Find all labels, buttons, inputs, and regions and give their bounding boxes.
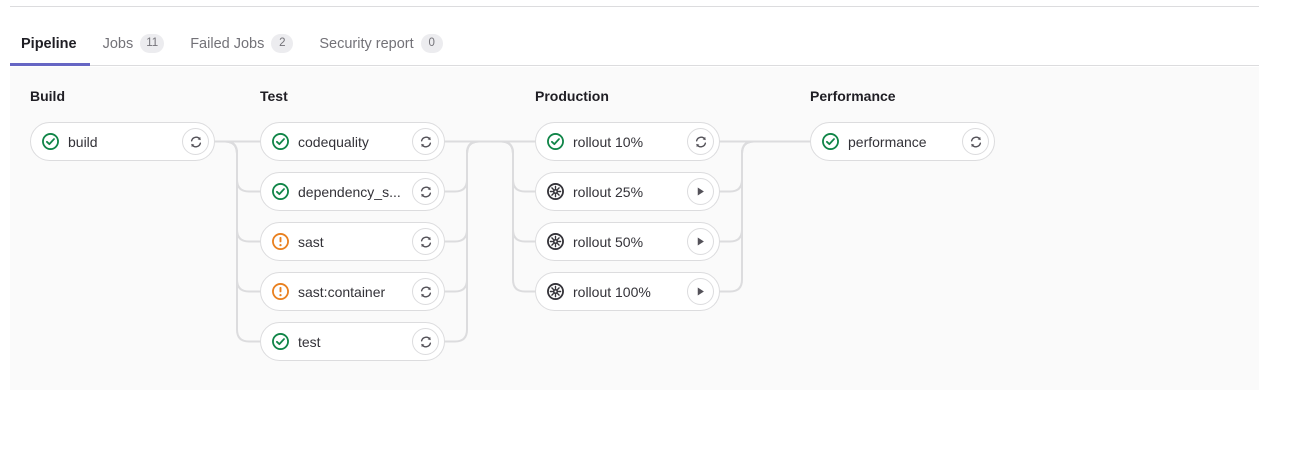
job-name: test bbox=[298, 333, 321, 350]
retry-icon bbox=[419, 135, 433, 149]
job-name: performance bbox=[848, 133, 927, 150]
job-retry-button[interactable] bbox=[412, 128, 439, 155]
job-card[interactable]: dependency_s... bbox=[260, 172, 445, 211]
job-name: rollout 50% bbox=[573, 233, 644, 250]
tab-count-badge: 2 bbox=[271, 34, 294, 53]
tab-failed-jobs[interactable]: Failed Jobs 2 bbox=[177, 22, 306, 65]
play-icon bbox=[694, 185, 707, 198]
retry-icon bbox=[694, 135, 708, 149]
tab-security-report[interactable]: Security report 0 bbox=[306, 22, 455, 65]
job-retry-button[interactable] bbox=[182, 128, 209, 155]
job-name: build bbox=[68, 133, 98, 150]
job-card[interactable]: performance bbox=[810, 122, 995, 161]
job-card[interactable]: rollout 50% bbox=[535, 222, 720, 261]
tab-pipeline[interactable]: Pipeline bbox=[10, 22, 90, 66]
tab-count-badge: 11 bbox=[140, 34, 165, 53]
job-retry-button[interactable] bbox=[687, 128, 714, 155]
job-name: rollout 100% bbox=[573, 283, 651, 300]
retry-icon bbox=[419, 335, 433, 349]
tab-label: Failed Jobs bbox=[190, 35, 265, 52]
job-name: dependency_s... bbox=[298, 183, 401, 200]
stage-title: Production bbox=[535, 88, 609, 104]
job-card[interactable]: rollout 10% bbox=[535, 122, 720, 161]
pipeline-graph-canvas: Build build Test codequality dependency_s...… bbox=[10, 67, 1259, 390]
pipeline-tab-bar: Pipeline Jobs 11 Failed Jobs 2 Security repor… bbox=[10, 22, 1259, 66]
tab-label: Jobs bbox=[102, 35, 134, 52]
retry-icon bbox=[419, 185, 433, 199]
retry-icon bbox=[969, 135, 983, 149]
tab-label: Security report bbox=[319, 35, 414, 52]
stage-title: Build bbox=[30, 88, 65, 104]
retry-icon bbox=[189, 135, 203, 149]
stage-title: Test bbox=[260, 88, 288, 104]
job-retry-button[interactable] bbox=[962, 128, 989, 155]
job-name: sast:container bbox=[298, 283, 386, 300]
job-play-button[interactable] bbox=[687, 228, 714, 255]
job-name: codequality bbox=[298, 133, 369, 150]
pipeline-stages: Build build Test codequality dependency_s...… bbox=[10, 67, 1259, 390]
play-icon bbox=[694, 285, 707, 298]
play-icon bbox=[694, 235, 707, 248]
top-divider bbox=[10, 6, 1259, 7]
job-card[interactable]: test bbox=[260, 322, 445, 361]
job-name: sast bbox=[298, 233, 324, 250]
job-name: rollout 10% bbox=[573, 133, 644, 150]
job-card[interactable]: sast bbox=[260, 222, 445, 261]
retry-icon bbox=[419, 285, 433, 299]
job-retry-button[interactable] bbox=[412, 178, 439, 205]
job-card[interactable]: build bbox=[30, 122, 215, 161]
job-card[interactable]: rollout 100% bbox=[535, 272, 720, 311]
job-card[interactable]: sast:container bbox=[260, 272, 445, 311]
job-retry-button[interactable] bbox=[412, 228, 439, 255]
job-card[interactable]: rollout 25% bbox=[535, 172, 720, 211]
tab-label: Pipeline bbox=[21, 35, 77, 52]
job-retry-button[interactable] bbox=[412, 328, 439, 355]
tab-jobs[interactable]: Jobs 11 bbox=[90, 22, 178, 65]
job-retry-button[interactable] bbox=[412, 278, 439, 305]
job-play-button[interactable] bbox=[687, 178, 714, 205]
job-play-button[interactable] bbox=[687, 278, 714, 305]
stage-title: Performance bbox=[810, 88, 896, 104]
tab-count-badge: 0 bbox=[420, 34, 443, 53]
job-card[interactable]: codequality bbox=[260, 122, 445, 161]
job-name: rollout 25% bbox=[573, 183, 644, 200]
retry-icon bbox=[419, 235, 433, 249]
